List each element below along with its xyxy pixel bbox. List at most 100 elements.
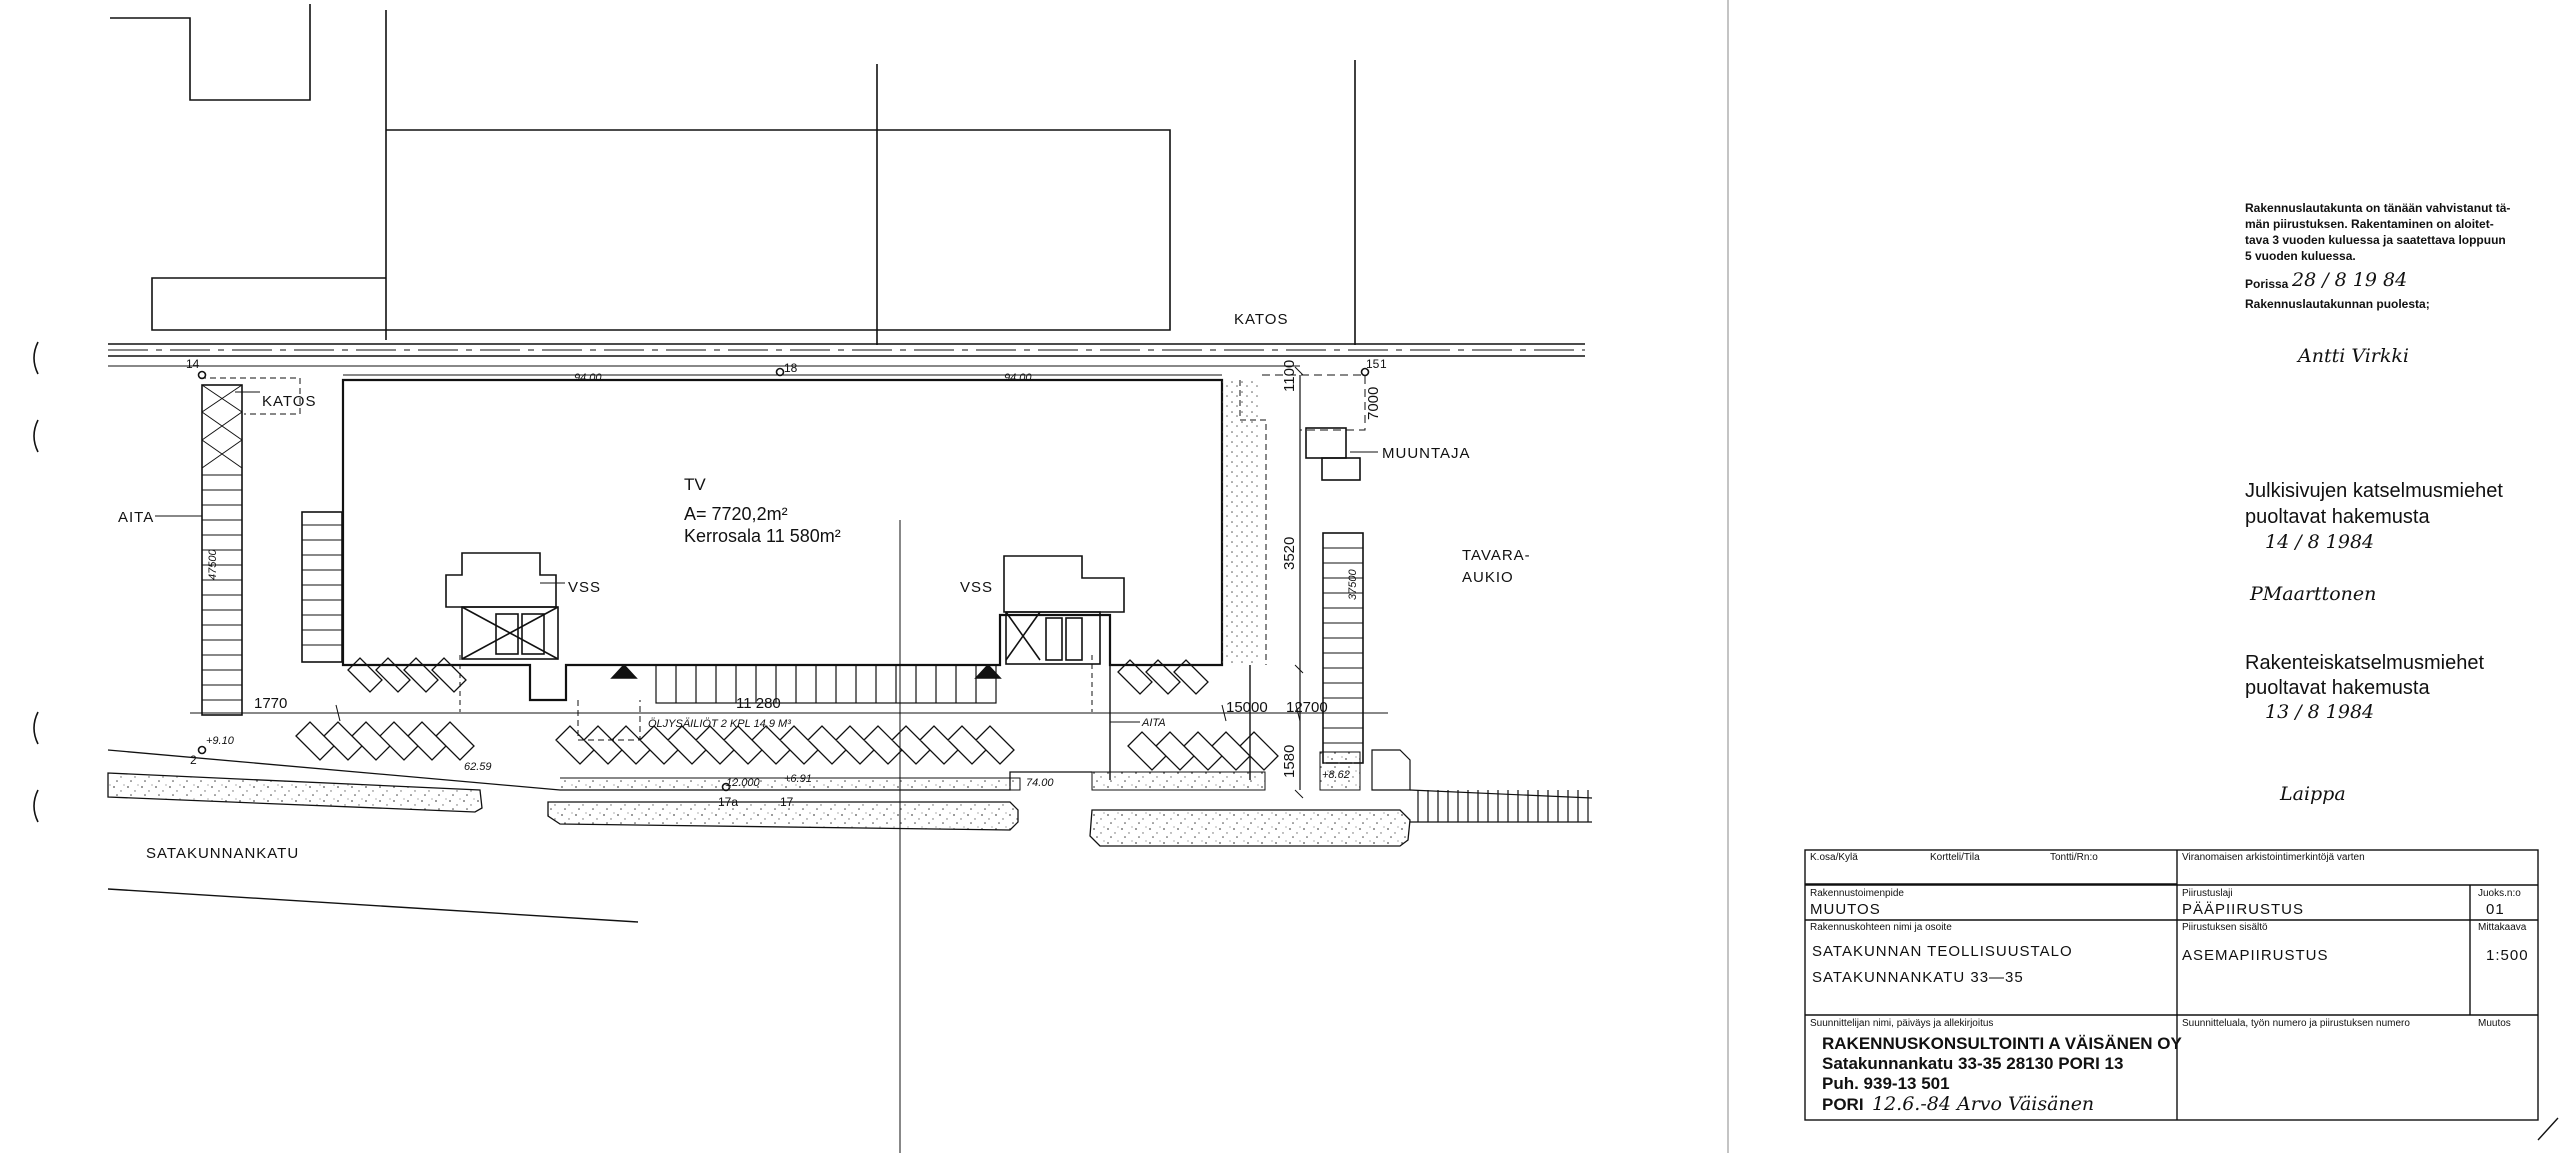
note-lvl-7400: 74.00 bbox=[1026, 777, 1054, 789]
tb-sequence-value: 01 bbox=[2486, 901, 2505, 918]
dim-3520: 3520 bbox=[1281, 537, 1298, 570]
structure-inspectors-line1: Rakenteiskatselmusmiehet bbox=[2245, 652, 2484, 674]
title-block bbox=[1804, 849, 2539, 1121]
note-fuel-tanks: ÖLJYSÄILIÖT 2 KPL 14,9 M³ bbox=[648, 718, 791, 730]
approval-signature: Antti Virkki bbox=[2296, 345, 2409, 367]
tb-object-line1: SATAKUNNAN TEOLLISUUSTALO bbox=[1812, 943, 2073, 960]
street-surface-right bbox=[1089, 809, 1411, 847]
street-inspectors-line1: Julkisivujen katselmusmiehet bbox=[2245, 480, 2503, 502]
stippled-yard bbox=[1222, 380, 1260, 665]
label-aita-left: AITA bbox=[118, 509, 154, 526]
tb-content-value: ASEMAPIIRUSTUS bbox=[2182, 947, 2329, 964]
approval-date-prefix: Porissa bbox=[2245, 277, 2289, 291]
tb-tontti-label: Tontti/Rn:o bbox=[2050, 852, 2098, 863]
approval-board: Rakennuslautakunta on tänään vahvistanut… bbox=[2245, 201, 2510, 367]
transformer-muuntaja bbox=[1305, 427, 1347, 459]
katos-right-dashed bbox=[1262, 374, 1366, 431]
floor-area-label: Kerrosala 11 580m² bbox=[684, 526, 841, 546]
label-street: SATAKUNNANKATU bbox=[146, 845, 299, 862]
tb-designer-line1: RAKENNUSKONSULTOINTI A VÄISÄNEN OY bbox=[1822, 1034, 2183, 1053]
stairs-right bbox=[1409, 789, 1593, 823]
label-tavara-1: TAVARA- bbox=[1462, 547, 1531, 564]
fuel-tanks bbox=[577, 700, 641, 741]
approval-signer-label: Rakennuslautakunnan puolesta; bbox=[2245, 297, 2430, 311]
dim-15000: 15000 bbox=[1226, 699, 1268, 716]
approval-line-2: män piirustuksen. Rakentaminen on aloite… bbox=[2245, 217, 2494, 231]
label-tavara-2: AUKIO bbox=[1462, 569, 1514, 586]
label-aita-bottom: AITA bbox=[1141, 717, 1166, 729]
note-lvl-6259: 62.59 bbox=[464, 761, 492, 773]
tb-archive-label: Viranomaisen arkistointimerkintöjä varte… bbox=[2182, 852, 2365, 863]
label-katos-top: KATOS bbox=[1234, 311, 1288, 328]
loading-bays bbox=[655, 664, 997, 704]
diagonal-parking-building bbox=[347, 657, 1209, 695]
street-inspectors-line2: puoltavat hakemusta bbox=[2245, 506, 2430, 528]
point-18: 18 bbox=[784, 361, 798, 375]
tb-designer-line3: Puh. 939-13 501 bbox=[1822, 1074, 1950, 1093]
label-vss-left: VSS bbox=[568, 579, 601, 596]
tb-revisions-label: Muutos bbox=[2478, 1018, 2511, 1029]
dim-12700: 12700 bbox=[1286, 699, 1328, 716]
tb-kortteli-label: Kortteli/Tila bbox=[1930, 852, 1980, 863]
tb-design-field-label: Suunnitteluala, työn numero ja piirustuk… bbox=[2182, 1018, 2410, 1029]
structure-inspectors-signature: Laippa bbox=[2279, 783, 2346, 805]
tb-content-label: Piirustuksen sisältö bbox=[2182, 922, 2268, 933]
tb-measure-label: Rakennustoimenpide bbox=[1810, 888, 1904, 899]
point-15: 15 bbox=[1366, 357, 1380, 371]
label-vss-right: VSS bbox=[960, 579, 993, 596]
approval-date-value: 28 / 8 19 84 bbox=[2291, 269, 2407, 291]
dim-1770: 1770 bbox=[254, 695, 287, 712]
dim-11280: 11 280 bbox=[736, 695, 781, 712]
area-label: A= 7720,2m² bbox=[684, 504, 788, 524]
label-katos-left: KATOS bbox=[262, 393, 316, 410]
vss-left-shape bbox=[445, 552, 557, 608]
dim-1100: 1100 bbox=[1281, 360, 1298, 392]
diagonal-parking-street bbox=[295, 721, 1279, 771]
structure-inspectors: Rakenteiskatselmusmiehet puoltavat hakem… bbox=[2245, 652, 2484, 805]
neighbour-building bbox=[151, 129, 1171, 331]
approval-line-1: Rakennuslautakunta on tänään vahvistanut… bbox=[2245, 201, 2510, 215]
tb-drawing-type-label: Piirustuslaji bbox=[2182, 888, 2233, 899]
point-2: 2 bbox=[190, 753, 197, 767]
point-17a: 17a bbox=[718, 795, 738, 809]
street-edge-line bbox=[107, 888, 639, 923]
title-block-text: K.osa/Kylä Kortteli/Tila Tontti/Rn:o Vir… bbox=[1810, 852, 2529, 1115]
tb-measure-value: MUUTOS bbox=[1810, 901, 1881, 918]
note-lvl-862: +8.62 bbox=[1322, 769, 1350, 781]
note-lvl-12000: 12.000 bbox=[726, 777, 761, 789]
katos-left-dashed bbox=[200, 377, 301, 415]
point-1: 1 bbox=[1380, 357, 1387, 371]
note-lvl-910: +9.10 bbox=[206, 735, 235, 747]
note-right-strip: 37500 bbox=[1347, 569, 1359, 600]
tb-scale-value: 1:500 bbox=[2486, 947, 2529, 964]
point-17: 17 bbox=[780, 795, 794, 809]
label-muuntaja: MUUNTAJA bbox=[1382, 445, 1471, 462]
dim-1580: 1580 bbox=[1281, 745, 1298, 778]
note-9400-right: 94.00 bbox=[1004, 372, 1032, 384]
site-plan-labels: TV A= 7720,2m² Kerrosala 11 580m² KATOS … bbox=[118, 311, 1531, 862]
neighbour-outline-topleft bbox=[110, 4, 311, 101]
parking-strip-building-left bbox=[301, 511, 343, 663]
tb-object-line2: SATAKUNNANKATU 33—35 bbox=[1812, 969, 2024, 986]
structure-inspectors-line2: puoltavat hakemusta bbox=[2245, 677, 2430, 699]
tb-object-label: Rakennuskohteen nimi ja osoite bbox=[1810, 922, 1952, 933]
tb-ksosa-label: K.osa/Kylä bbox=[1810, 852, 1858, 863]
tb-sequence-label: Juoks.n:o bbox=[2478, 888, 2521, 899]
building-code: TV bbox=[684, 475, 706, 494]
street-inspectors-date: 14 / 8 1984 bbox=[2265, 531, 2374, 553]
street-inspectors: Julkisivujen katselmusmiehet puoltavat h… bbox=[2245, 480, 2503, 605]
vss-right-shape bbox=[1003, 555, 1125, 613]
tb-designer-line2: Satakunnankatu 33-35 28130 PORI 13 bbox=[1822, 1054, 2123, 1073]
site-plan bbox=[33, 0, 1729, 1153]
tb-designer-sign: 12.6.-84 Arvo Väisänen bbox=[1872, 1093, 2094, 1115]
tb-designer-label: Suunnittelijan nimi, päiväys ja allekirj… bbox=[1810, 1018, 1993, 1029]
street-inspectors-signature: PMaarttonen bbox=[2249, 583, 2376, 605]
dim-7000: 7000 bbox=[1365, 387, 1382, 420]
tb-designer-city: PORI bbox=[1822, 1095, 1864, 1114]
street-surface-mid bbox=[547, 801, 1019, 831]
note-left-strip: 47500 bbox=[207, 549, 219, 580]
structure-inspectors-date: 13 / 8 1984 bbox=[2265, 701, 2374, 723]
approval-line-4: 5 vuoden kuluessa. bbox=[2245, 249, 2356, 263]
tb-scale-label: Mittakaava bbox=[2478, 922, 2527, 933]
